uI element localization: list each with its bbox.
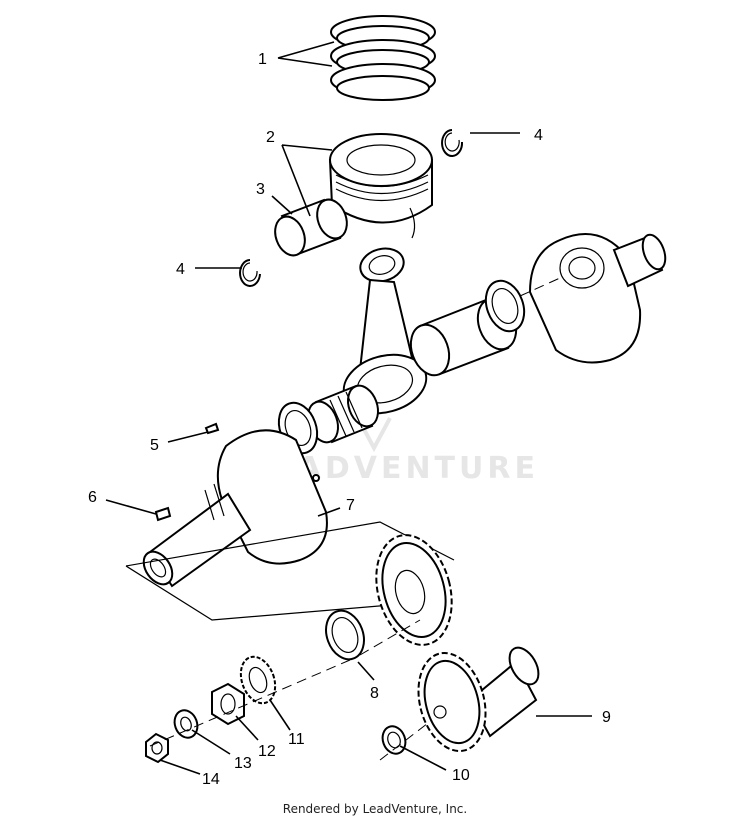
callout-8: 8 bbox=[370, 685, 379, 702]
callout-12: 12 bbox=[258, 743, 276, 760]
wrist-pin bbox=[274, 198, 348, 257]
crankpin bbox=[409, 297, 518, 377]
callout-7: 7 bbox=[346, 497, 355, 514]
shaft-nut bbox=[145, 732, 169, 764]
callout-4-upper: 4 bbox=[534, 127, 543, 144]
callout-14: 14 bbox=[202, 771, 220, 788]
crank-gear bbox=[375, 534, 453, 646]
circlip-lower bbox=[239, 259, 261, 287]
nut-washer bbox=[173, 709, 199, 739]
assembly-axis-shaft bbox=[379, 719, 433, 761]
crankshaft-right-half bbox=[528, 233, 667, 364]
callout-9: 9 bbox=[602, 709, 611, 726]
balance-shaft bbox=[417, 646, 540, 753]
callout-10: 10 bbox=[452, 767, 470, 784]
callout-2: 2 bbox=[266, 129, 275, 146]
rendered-by-footer: Rendered by LeadVenture, Inc. bbox=[282, 802, 468, 816]
crankshaft-left-half bbox=[142, 422, 328, 588]
small-gear bbox=[239, 655, 277, 705]
piston-rings bbox=[330, 15, 436, 101]
gear-washer bbox=[325, 609, 365, 661]
callout-1: 1 bbox=[258, 51, 267, 68]
callout-3: 3 bbox=[256, 181, 265, 198]
gear-nut bbox=[211, 682, 245, 726]
callout-6: 6 bbox=[88, 489, 97, 506]
assembly-axis-crank bbox=[149, 619, 421, 747]
piston bbox=[328, 133, 433, 239]
callout-4-lower: 4 bbox=[176, 261, 185, 278]
thrust-washer-right bbox=[484, 279, 526, 333]
leader-lines bbox=[105, 41, 592, 775]
assembly-axis-rod bbox=[519, 277, 561, 297]
callout-5: 5 bbox=[150, 437, 159, 454]
callout-11: 11 bbox=[288, 731, 305, 748]
callout-13: 13 bbox=[234, 755, 252, 772]
balance-washer bbox=[381, 725, 407, 755]
circlip-upper bbox=[441, 129, 464, 157]
